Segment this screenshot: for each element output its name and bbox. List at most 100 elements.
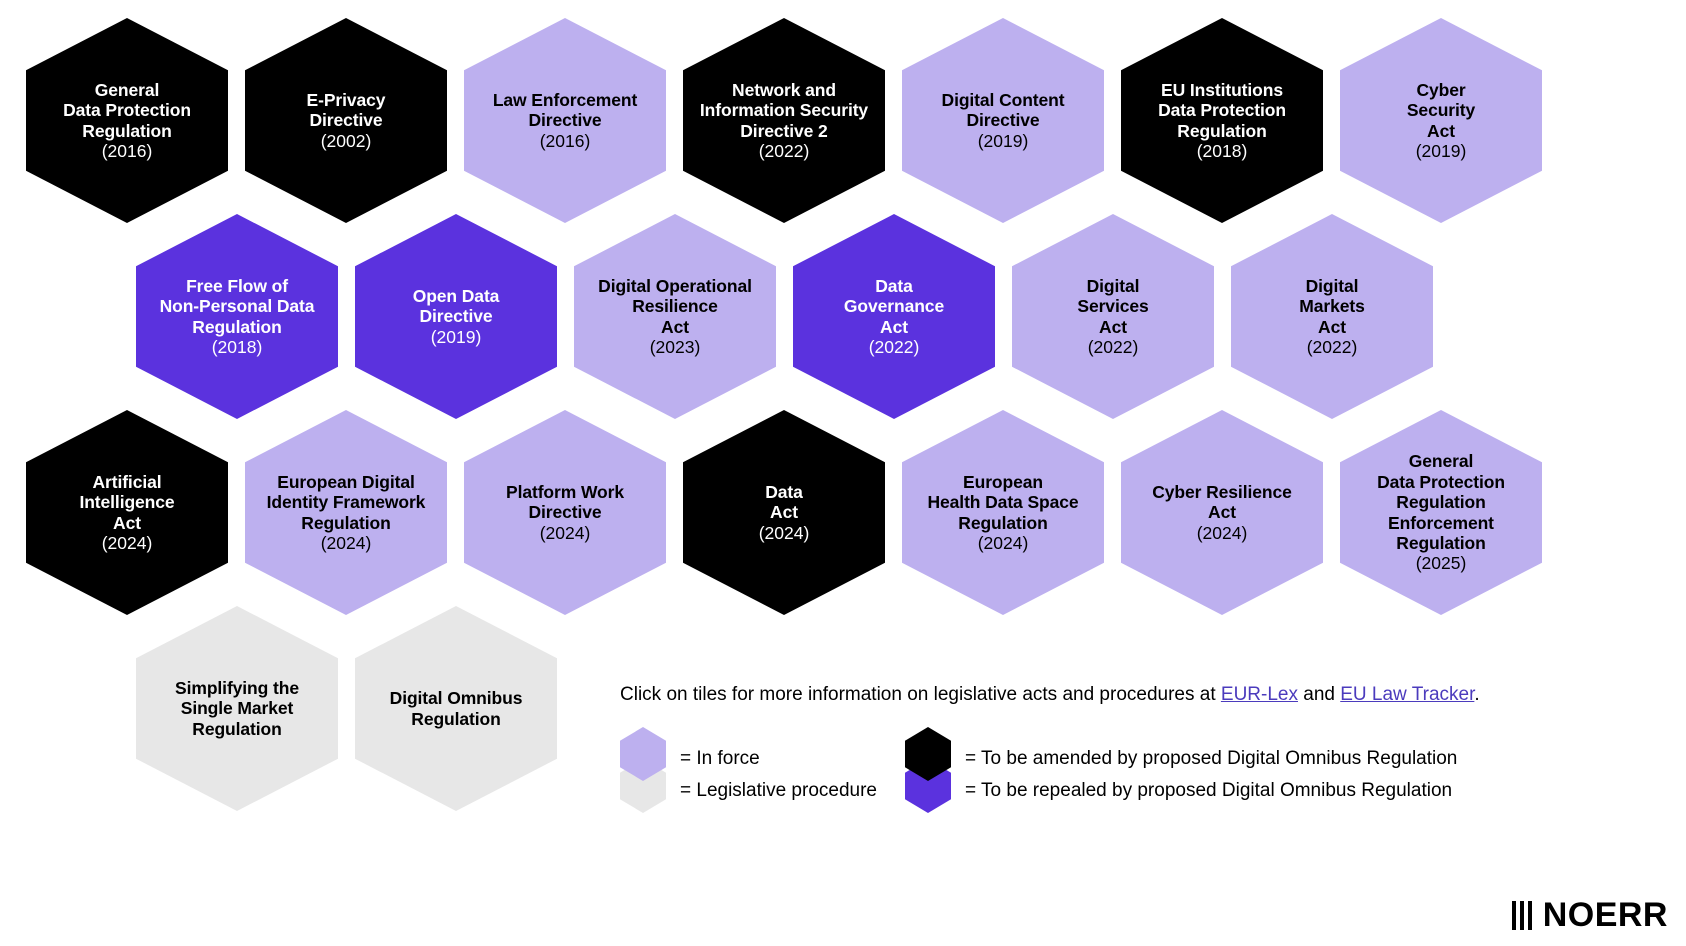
hex-tile-year: (2016) <box>539 130 591 151</box>
eu-law-tracker-link[interactable]: EU Law Tracker <box>1340 684 1475 705</box>
hex-tile-title-line: Information Security <box>699 100 869 121</box>
hex-tile-title-line: Open Data <box>412 285 500 306</box>
hex-tile-title-line: General <box>1408 451 1474 472</box>
legend-label-to_be_repealed: = To be repealed by proposed Digital Omn… <box>965 779 1453 801</box>
logo-bar <box>1511 900 1516 930</box>
hex-tile-year: (2024) <box>977 532 1029 553</box>
hex-tile-year: (2024) <box>1196 522 1248 543</box>
hex-tile-title-line: European <box>963 471 1043 492</box>
hex-tile-title-line: Platform Work <box>506 481 624 502</box>
hex-tile-title-line: Non-Personal Data <box>159 296 315 317</box>
hex-tile-title-line: Act <box>1427 120 1455 141</box>
hex-tile-title-line: Directive <box>966 110 1040 131</box>
hex-tile-title-line: Data <box>765 481 803 502</box>
hex-tile-title-line: Cyber Resilience <box>1152 481 1292 502</box>
hex-tile-title-line: Governance <box>843 296 945 317</box>
hex-tile-title-line: Law Enforcement <box>492 89 638 110</box>
hex-tile-year: (2022) <box>868 336 920 357</box>
hex-tile-year: (2025) <box>1415 553 1467 574</box>
hex-tile-year: (2022) <box>758 140 810 161</box>
hex-tile-year: (2018) <box>1196 140 1248 161</box>
click-instruction-prefix: Click on tiles for more information on l… <box>620 684 1221 705</box>
hex-tile-year: (2024) <box>539 522 591 543</box>
hex-tile-year: (2019) <box>1415 140 1467 161</box>
hex-tile-title-line: Directive <box>528 502 602 523</box>
hex-tile-title-line: Act <box>113 512 141 533</box>
hex-tile-title-line: Digital <box>1086 275 1140 296</box>
hex-tile-title-line: Regulation <box>82 120 172 141</box>
hex-tile-title-line: Resilience <box>632 296 718 317</box>
hex-tile-title-line: Services <box>1077 296 1149 317</box>
hex-tile-title-line: Act <box>1318 316 1346 337</box>
hex-tile-title-line: Identity Framework <box>266 492 426 513</box>
hex-tile-title-line: Directive <box>419 306 493 327</box>
hex-tile-title-line: Directive <box>309 110 383 131</box>
hex-tile-title-line: Regulation <box>1396 492 1486 513</box>
logo-bar <box>1527 900 1532 930</box>
hex-tile-title-line: EU Institutions <box>1161 79 1283 100</box>
eur-lex-link[interactable]: EUR-Lex <box>1220 684 1298 705</box>
legend-label-in_force: = In force <box>680 747 760 769</box>
logo-bar <box>1519 900 1524 930</box>
hex-tile-year: (2019) <box>430 326 482 347</box>
hex-tile-title-line: Regulation <box>301 512 391 533</box>
legend-labels-right: = To be amended by proposed Digital Omni… <box>965 727 1457 817</box>
hex-tile-year: (2023) <box>649 336 701 357</box>
hex-tile-title-line: European Digital <box>277 471 415 492</box>
hex-tile-title-line: Regulation <box>192 316 282 337</box>
hex-tile-title-line: Regulation <box>958 512 1048 533</box>
hex-tile-year: (2022) <box>1306 336 1358 357</box>
hex-tile-title-line: Act <box>661 316 689 337</box>
hex-tile-title-line: Cyber <box>1416 79 1466 100</box>
hex-tile-title-line: Security <box>1406 100 1476 121</box>
hex-tile-title-line: Free Flow of <box>186 275 288 296</box>
hex-tile-year: (2018) <box>211 336 263 357</box>
hex-tile-title-line: Simplifying the <box>175 677 299 698</box>
footer-note: Click on tiles for more information on l… <box>620 680 1620 704</box>
hex-tile-title-line: Act <box>770 502 798 523</box>
hex-tile-title-line: Regulation <box>411 708 501 729</box>
hex-tile-title-line: Digital <box>1305 275 1359 296</box>
legend-swatch-stack-right <box>905 727 951 813</box>
legend-label-to_be_amended: = To be amended by proposed Digital Omni… <box>965 747 1458 769</box>
hex-tile-year: (2019) <box>977 130 1029 151</box>
hex-tile-title-line: Digital Content <box>941 89 1065 110</box>
hex-tile-title-line: Regulation <box>1396 532 1486 553</box>
hex-tile-title-line: Act <box>880 316 908 337</box>
hex-tile-title-line: Digital Operational <box>598 275 752 296</box>
